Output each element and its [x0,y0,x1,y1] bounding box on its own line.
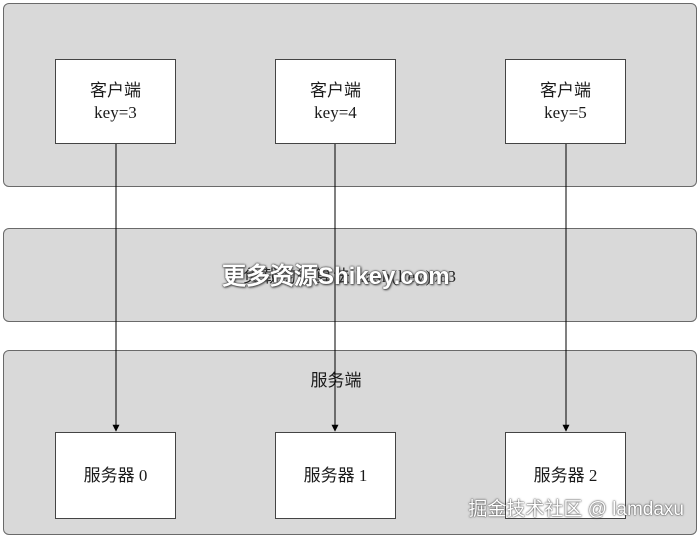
client-label: 客户端 [90,80,141,100]
servers-panel-label: 服务端 [310,371,362,390]
server-node-0: 服务器 0 [55,432,176,519]
watermark-corner: 掘金技术社区 @ lamdaxu [468,499,684,520]
client-node-key-4: 客户端 key=4 [275,59,396,144]
server-label: 服务器 1 [303,465,368,485]
client-key: key=5 [544,102,587,122]
client-label: 客户端 [310,80,361,100]
server-node-1: 服务器 1 [275,432,396,519]
server-label: 服务器 2 [533,465,598,485]
client-label: 客户端 [540,80,591,100]
server-label: 服务器 0 [83,465,148,485]
server-node-2: 服务器 2 [505,432,626,519]
client-key: key=3 [94,102,137,122]
client-key: key=4 [314,102,357,122]
client-node-key-3: 客户端 key=3 [55,59,176,144]
client-node-key-5: 客户端 key=5 [505,59,626,144]
load-balancer-panel [3,228,697,322]
load-balancer-label: 负载均衡算法 hash(key)%3 [243,267,457,286]
watermark-center: 更多资源Shikey.com [222,263,450,290]
